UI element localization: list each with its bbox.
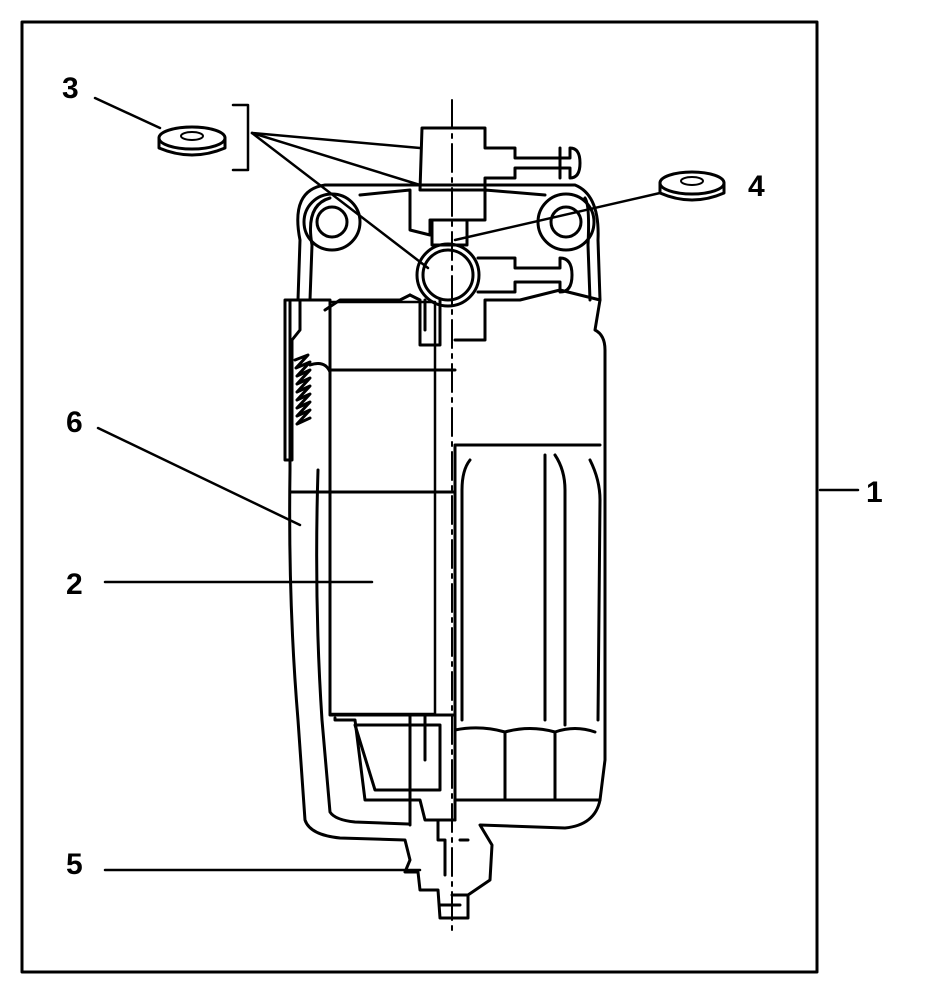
leader-4 [453, 191, 662, 242]
washer-3 [157, 125, 227, 157]
upper-port [418, 126, 582, 192]
diagram-frame [20, 20, 819, 974]
bleed-screw [430, 218, 469, 247]
leader-3 [93, 96, 162, 130]
lower-port [415, 218, 574, 308]
callout-5: 5 [66, 848, 83, 881]
port-fitting [415, 242, 481, 308]
callout-3: 3 [62, 72, 79, 105]
callout-6: 6 [66, 406, 83, 439]
callout-2: 2 [66, 568, 83, 601]
bracket-3 [231, 103, 430, 270]
washer-4 [658, 170, 726, 202]
leader-6 [96, 426, 302, 527]
callout-4: 4 [748, 170, 765, 203]
filter-housing [283, 183, 607, 920]
callout-1: 1 [866, 476, 883, 509]
